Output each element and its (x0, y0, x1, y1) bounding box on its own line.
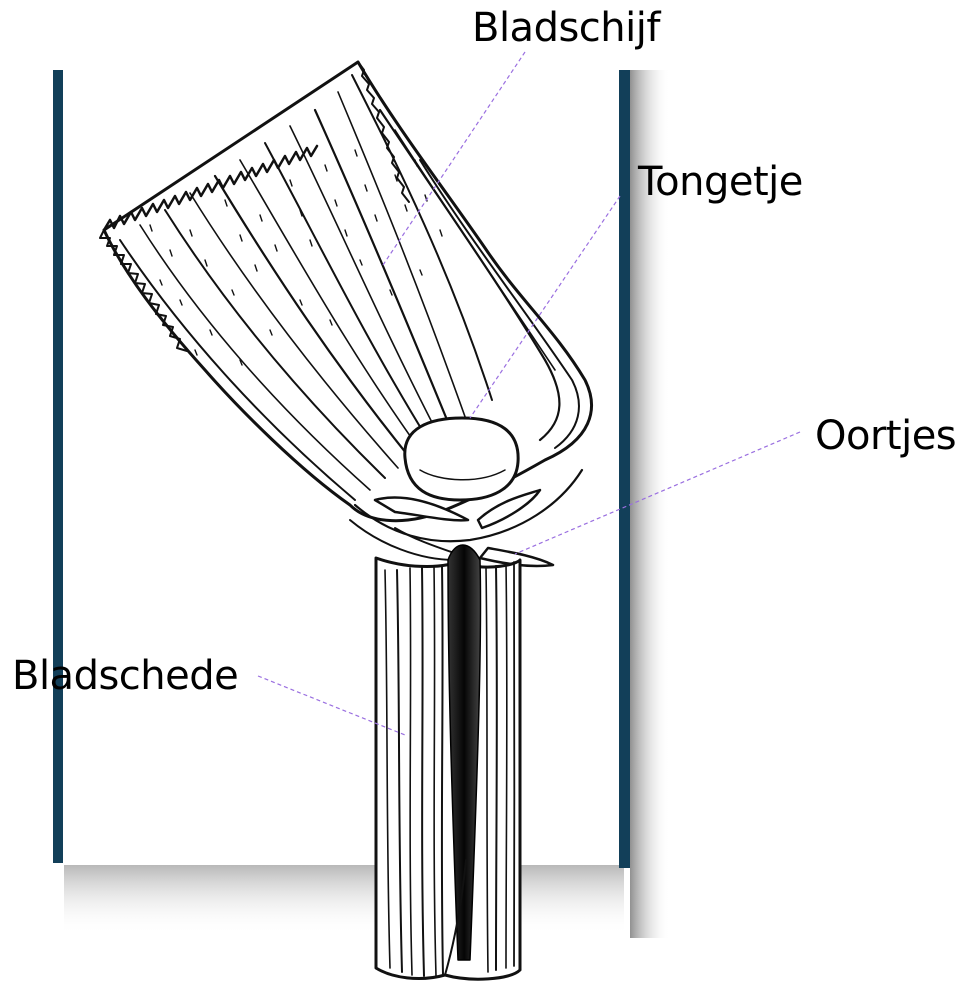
frame-bar-left (53, 70, 63, 863)
label-sheath: Bladschede (12, 654, 238, 698)
label-ligule: Tongetje (638, 160, 803, 204)
frame-shadow-bottom (64, 865, 624, 935)
ligule (405, 418, 518, 500)
label-auricles: Oortjes (815, 414, 956, 458)
leaf-sheath (376, 545, 520, 979)
leaf-drawing (100, 62, 592, 979)
label-blade: Bladschijf (472, 6, 660, 50)
frame-bar-right (619, 70, 630, 868)
